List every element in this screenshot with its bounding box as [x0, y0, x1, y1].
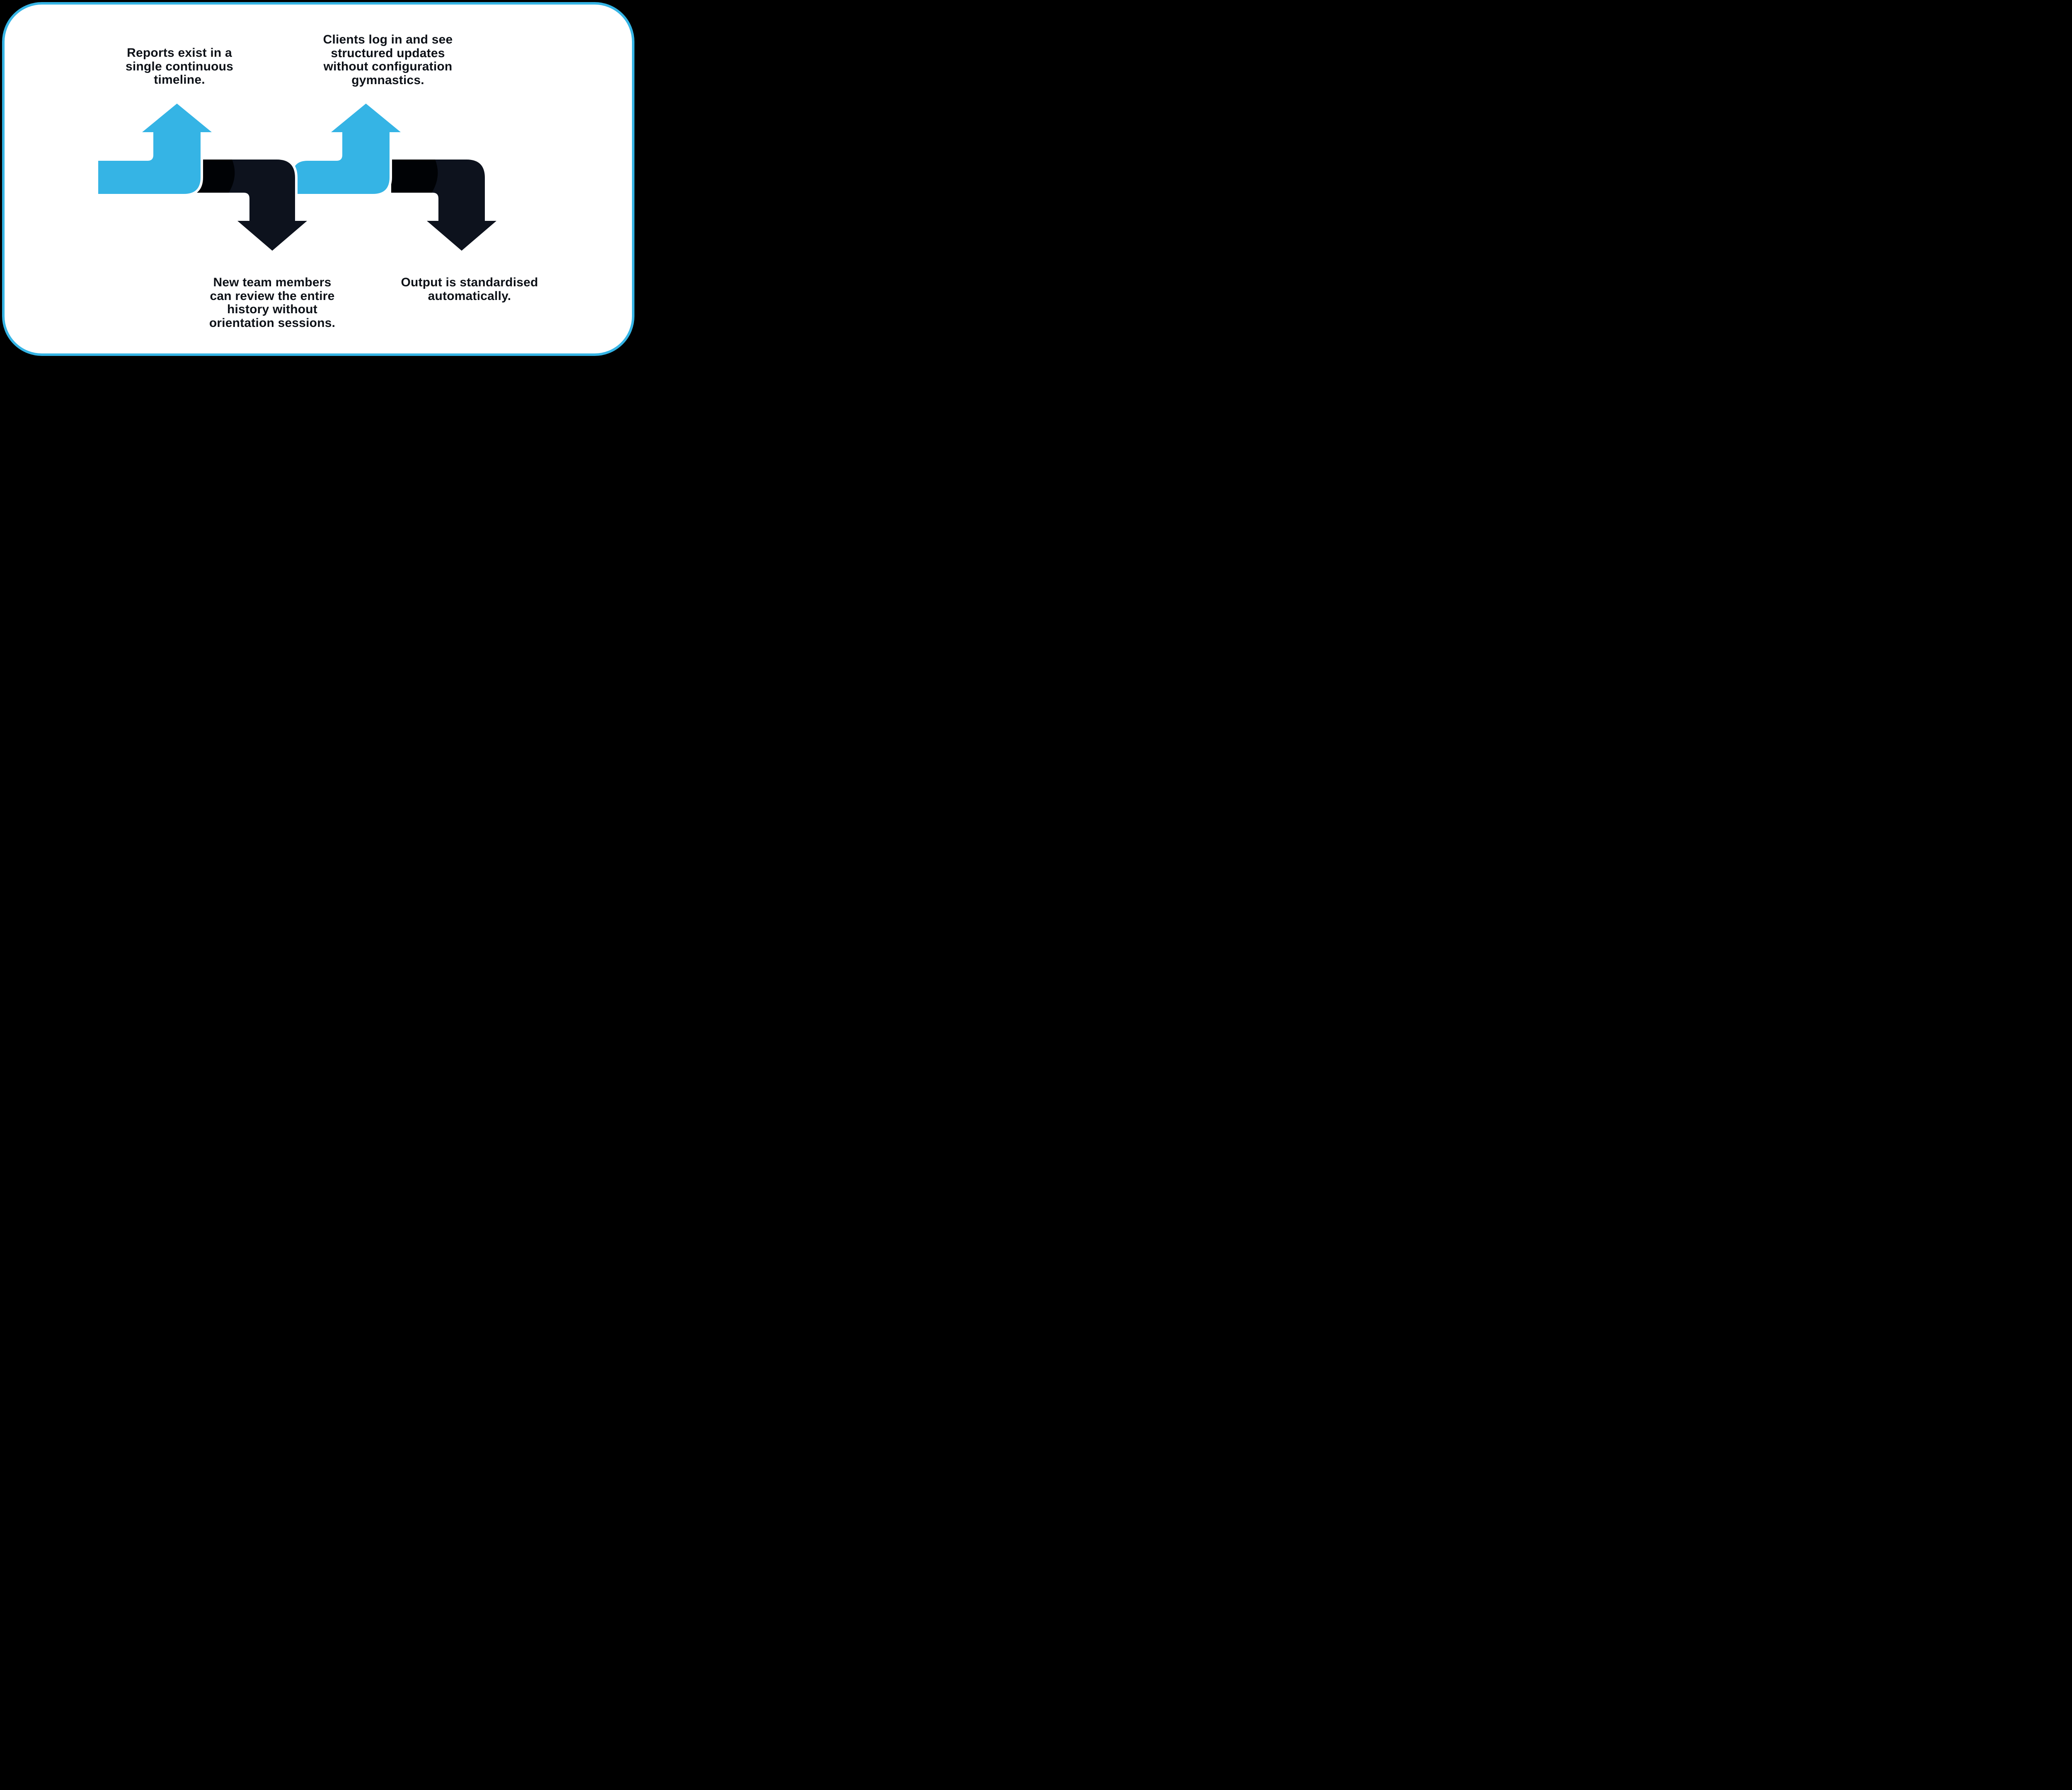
down-arrow-fold-shadow: [391, 160, 438, 193]
infographic-stage: Reports exist in a single continuous tim…: [0, 0, 637, 358]
arrow-ribbon-diagram: [96, 101, 499, 253]
up-arrow-icon: [96, 101, 214, 196]
step-label-2: New team members can review the entire h…: [209, 276, 336, 330]
up-arrow-icon: [290, 101, 403, 196]
step-label-3: Clients log in and see structured update…: [323, 33, 453, 87]
step-label-4: Output is standardised automatically.: [401, 276, 538, 303]
step-label-1: Reports exist in a single continuous tim…: [125, 46, 234, 87]
